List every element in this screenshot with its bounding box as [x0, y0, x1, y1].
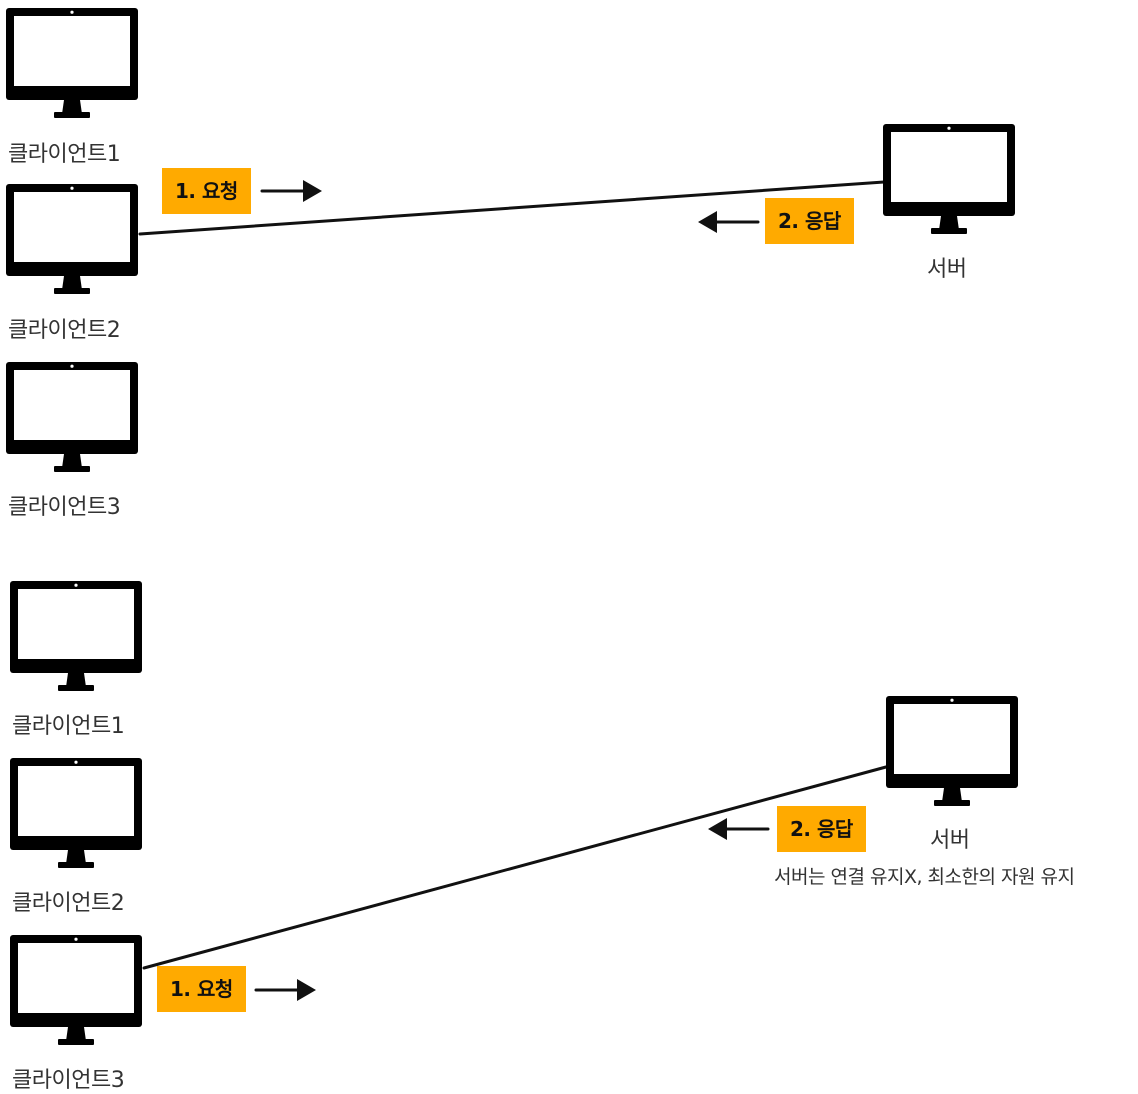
bottom-request-tag: 1. 요청	[157, 966, 246, 1012]
top-server-label: 서버	[927, 257, 967, 282]
bottom-response-tag: 2. 응답	[777, 806, 866, 852]
bottom-client-2-monitor-icon	[10, 758, 142, 876]
top-client-3-label: 클라이언트3	[8, 495, 121, 520]
bottom-server-monitor-icon	[886, 696, 1018, 814]
top-client-1-label: 클라이언트1	[8, 142, 121, 167]
top-server-monitor-icon	[883, 124, 1015, 242]
top-client-3-monitor-icon	[6, 362, 138, 480]
top-client-1-monitor-icon	[6, 8, 138, 126]
bottom-client-3-label: 클라이언트3	[12, 1068, 125, 1093]
top-response-tag: 2. 응답	[765, 198, 854, 244]
top-request-tag: 1. 요청	[162, 168, 251, 214]
bottom-request-arrow-icon	[254, 979, 316, 1001]
bottom-client-1-label: 클라이언트1	[12, 714, 125, 739]
bottom-response-arrow-icon	[708, 818, 770, 840]
bottom-client-2-label: 클라이언트2	[12, 891, 125, 916]
bottom-server-label: 서버	[930, 828, 970, 853]
top-request-arrow-icon	[260, 180, 322, 202]
bottom-server-note: 서버는 연결 유지X, 최소한의 자원 유지	[774, 866, 1075, 888]
top-response-arrow-icon	[698, 211, 760, 233]
top-client-2-label: 클라이언트2	[8, 318, 121, 343]
top-client-2-monitor-icon	[6, 184, 138, 302]
bottom-client-3-monitor-icon	[10, 935, 142, 1053]
bottom-client-1-monitor-icon	[10, 581, 142, 699]
